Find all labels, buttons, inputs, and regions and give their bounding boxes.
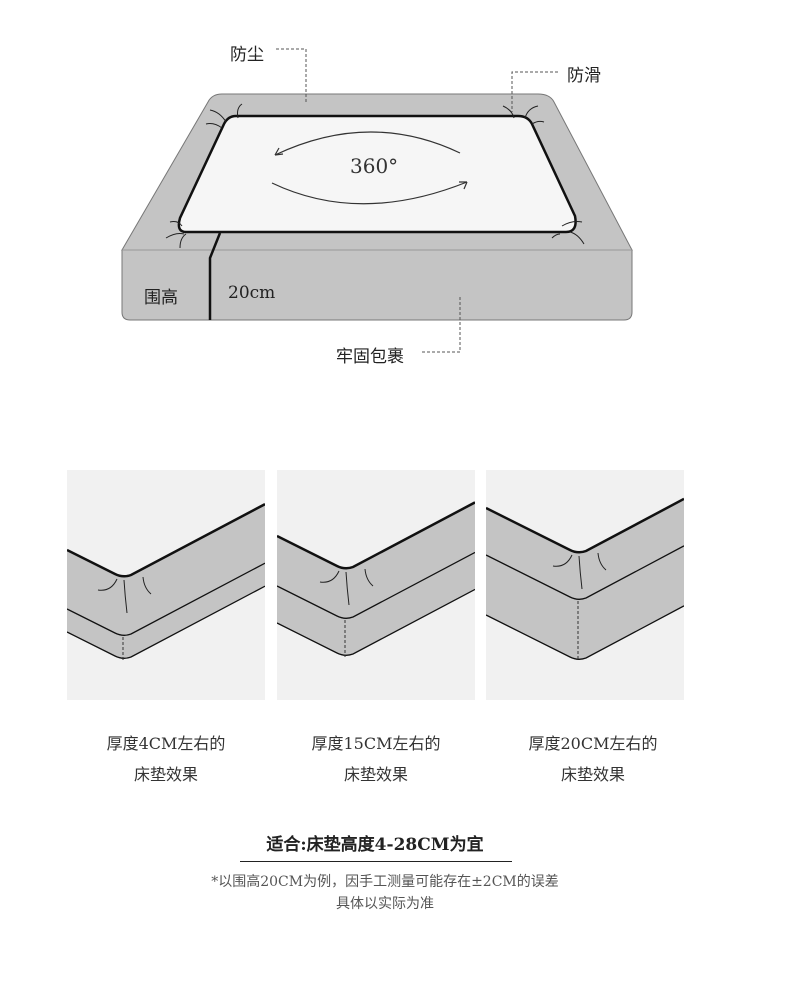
mattress-band <box>486 498 684 660</box>
band-edge <box>276 551 476 619</box>
mattress-corner-4cm <box>66 503 266 660</box>
fit-title: 适合:床垫高度4-28CM为宜 <box>266 835 484 855</box>
caption-4cm: 厚度4CM左右的 床垫效果 <box>56 728 276 790</box>
caption-line: 床垫效果 <box>133 765 198 784</box>
leader-lines <box>276 48 558 353</box>
sheet-edge <box>276 501 476 570</box>
sheet-edge <box>485 497 685 554</box>
panel-15cm <box>276 470 476 700</box>
elastic-wrinkles <box>165 103 585 249</box>
caption-line: 厚度15CM左右的 <box>311 734 441 753</box>
divider <box>240 861 512 862</box>
secure-wrap-label: 牢固包裹 <box>336 347 404 367</box>
elastic-wrinkles <box>319 568 374 606</box>
band-edge <box>66 562 266 636</box>
height-value: 20cm <box>228 283 276 303</box>
panel-20cm <box>485 470 685 700</box>
mattress-shape <box>121 48 633 353</box>
sheet-edge <box>66 503 266 578</box>
antislip-label: 防滑 <box>567 66 601 86</box>
caption-line: 厚度20CM左右的 <box>528 734 658 753</box>
rotation-arrows-icon <box>271 131 468 205</box>
mattress-band <box>67 504 265 659</box>
elastic-wrinkles <box>97 576 152 614</box>
mattress-corner-15cm <box>276 501 476 657</box>
mattress-band <box>277 502 475 656</box>
panel-4cm <box>66 470 266 700</box>
bottom-edge <box>485 605 685 660</box>
caption-20cm: 厚度20CM左右的 床垫效果 <box>483 728 703 790</box>
height-label: 围高 <box>144 288 178 308</box>
caption-15cm: 厚度15CM左右的 床垫效果 <box>266 728 486 790</box>
band-edge <box>485 545 685 600</box>
elastic-wrinkles <box>552 552 607 590</box>
caption-line: 床垫效果 <box>343 765 408 784</box>
dustproof-label: 防尘 <box>230 45 264 65</box>
mattress-corner-20cm <box>485 497 685 661</box>
caption-line: 厚度4CM左右的 <box>106 734 226 753</box>
note-line: 具体以实际为准 <box>336 896 434 912</box>
measurement-note: *以围高20CM为例，因手工测量可能存在±2CM的误差 具体以实际为准 <box>150 871 620 915</box>
fitted-sheet-diagram <box>121 48 633 353</box>
caption-line: 床垫效果 <box>560 765 625 784</box>
note-line: *以围高20CM为例，因手工测量可能存在±2CM的误差 <box>211 874 559 890</box>
rotation-label: 360° <box>350 154 399 178</box>
